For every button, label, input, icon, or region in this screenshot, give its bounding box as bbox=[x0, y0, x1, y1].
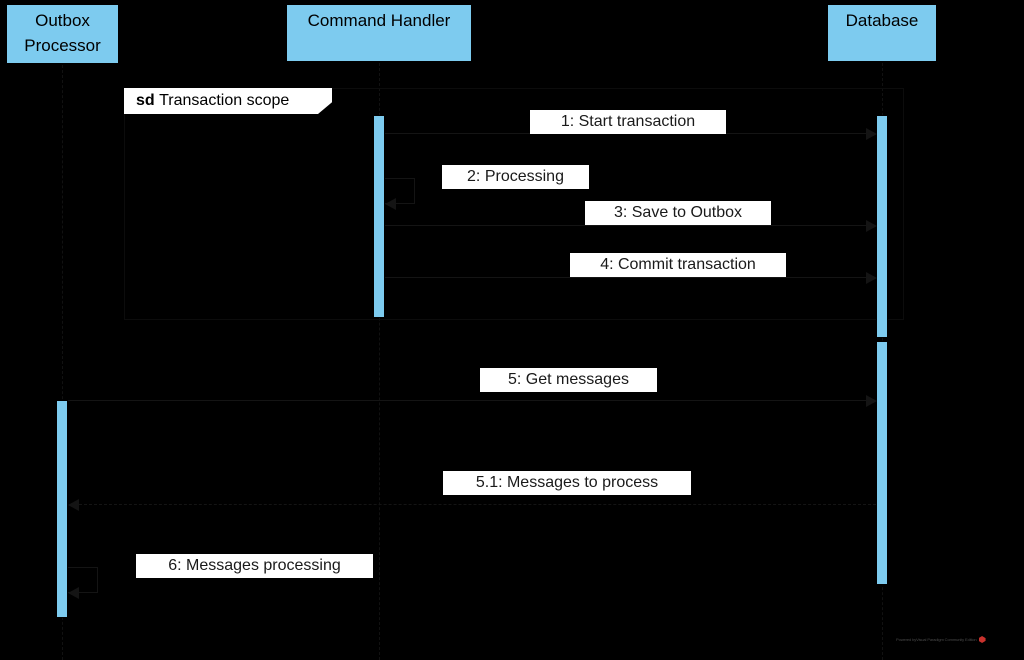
message-label-4[interactable]: 4: Commit transaction bbox=[570, 253, 786, 277]
lifeline-outbox-processor bbox=[62, 65, 63, 660]
activation-bar-outbox-processor bbox=[56, 400, 68, 618]
message-line-3 bbox=[385, 225, 871, 226]
watermark-logo-icon bbox=[978, 636, 986, 643]
message-line-5-1 bbox=[79, 504, 876, 505]
message-label-1[interactable]: 1: Start transaction bbox=[530, 110, 726, 134]
fragment-keyword: sd bbox=[136, 92, 155, 109]
message-label-2[interactable]: 2: Processing bbox=[442, 165, 589, 189]
message-self-loop-6 bbox=[68, 567, 98, 593]
message-arrowhead-2 bbox=[385, 198, 396, 210]
message-arrowhead-5 bbox=[866, 395, 877, 407]
activation-bar-command-handler bbox=[373, 115, 385, 318]
message-self-loop-2 bbox=[385, 178, 415, 204]
watermark-text: Powered byVisual Paradigm Community Edit… bbox=[896, 636, 977, 642]
message-label-3[interactable]: 3: Save to Outbox bbox=[585, 201, 771, 225]
participant-command-handler[interactable]: Command Handler bbox=[285, 3, 473, 63]
participant-label-line1: Outbox bbox=[35, 11, 90, 30]
fragment-name: Transaction scope bbox=[159, 92, 290, 109]
message-arrowhead-1 bbox=[866, 128, 877, 140]
message-arrowhead-6 bbox=[68, 587, 79, 599]
participant-label-line1: Database bbox=[845, 11, 919, 30]
fragment-label-transaction-scope[interactable]: sd Transaction scope bbox=[124, 88, 332, 114]
message-arrowhead-3 bbox=[866, 220, 877, 232]
activation-bar-database-1 bbox=[876, 115, 888, 338]
message-label-6[interactable]: 6: Messages processing bbox=[136, 554, 373, 578]
message-label-5[interactable]: 5: Get messages bbox=[480, 368, 657, 392]
participant-database[interactable]: Database bbox=[826, 3, 938, 63]
participant-label-line1: Command Handler bbox=[307, 11, 451, 30]
lifeline-command-handler bbox=[379, 63, 380, 660]
watermark: Powered byVisual Paradigm Community Edit… bbox=[896, 636, 986, 643]
participant-label-line2: Processor bbox=[24, 35, 101, 55]
fragment-frame-transaction-scope bbox=[124, 88, 904, 320]
participant-outbox-processor[interactable]: Outbox Processor bbox=[5, 3, 120, 65]
message-arrowhead-5-1 bbox=[68, 499, 79, 511]
message-line-5 bbox=[68, 400, 871, 401]
activation-bar-database-2 bbox=[876, 341, 888, 585]
message-label-5-1[interactable]: 5.1: Messages to process bbox=[443, 471, 691, 495]
message-arrowhead-4 bbox=[866, 272, 877, 284]
message-line-4 bbox=[385, 277, 871, 278]
